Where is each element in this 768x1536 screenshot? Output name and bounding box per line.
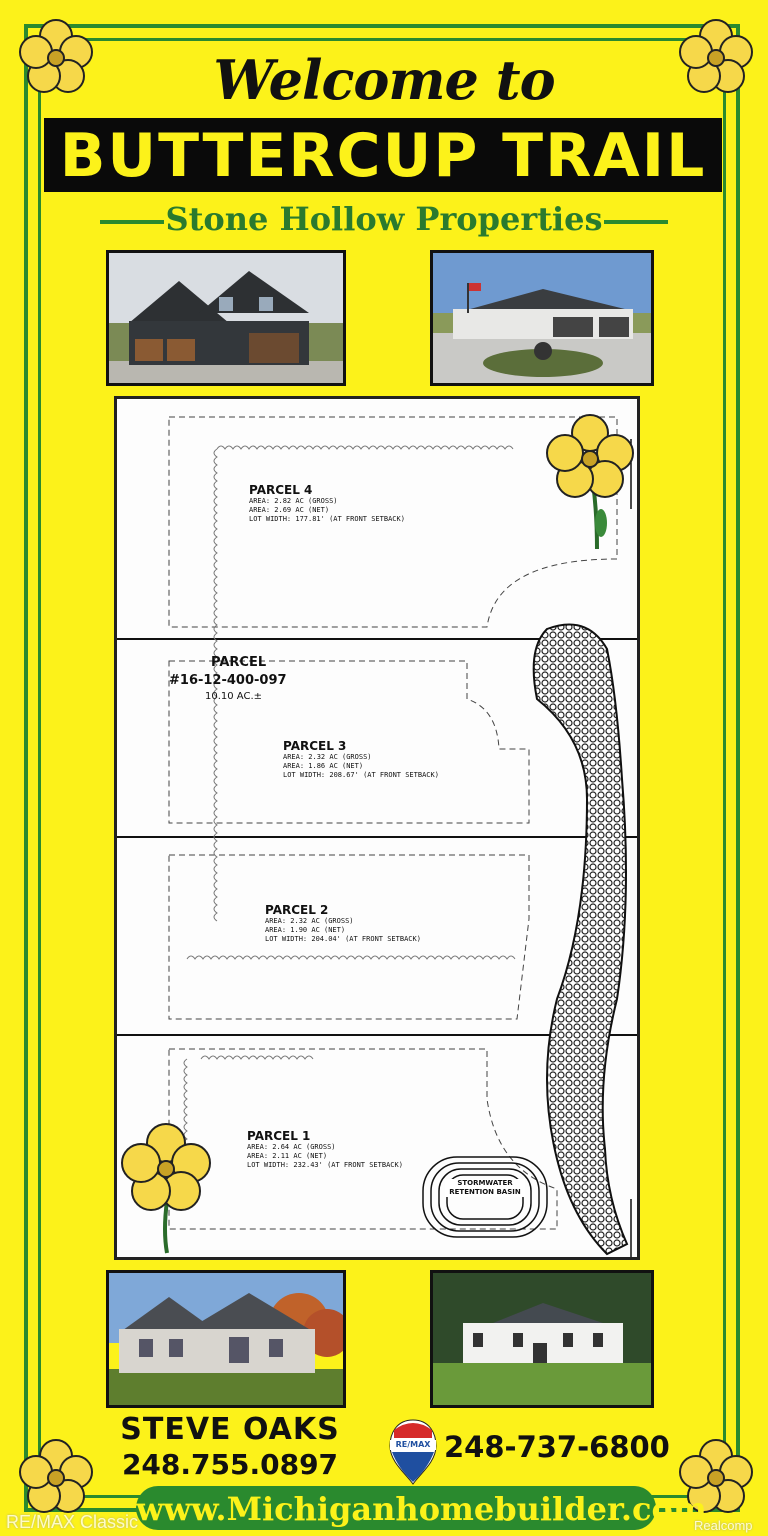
website-link[interactable]: www.Michiganhomebuilder.com: [136, 1490, 707, 1528]
flower-icon: [19, 19, 93, 93]
watermark-left: RE/MAX Classic: [6, 1512, 139, 1532]
website-banner: [136, 1486, 656, 1530]
parcel-3-info: PARCEL 3 AREA: 2.32 AC (GROSS) AREA: 1.8…: [283, 739, 439, 779]
watermark-right: Realcomp: [694, 1518, 753, 1533]
subtitle-rule-left: [100, 220, 164, 224]
site-plan-map: PARCEL #16-12-400-097 10.10 AC.± PARCEL …: [114, 396, 640, 1260]
house-photo-4: [430, 1270, 654, 1408]
remax-logo-text: RE/MAX: [395, 1440, 431, 1449]
parent-parcel-number: #16-12-400-097: [169, 673, 287, 688]
house-photo-2: [430, 250, 654, 386]
agent-name: STEVE OAKS: [120, 1412, 340, 1447]
agent-phone[interactable]: 248.755.0897: [121, 1448, 339, 1481]
house-photo-1: [106, 250, 346, 386]
page-title: BUTTERCUP TRAIL: [59, 121, 707, 191]
house-photo-3: [106, 1270, 346, 1408]
parcel-1-info: PARCEL 1 AREA: 2.64 AC (GROSS) AREA: 2.1…: [247, 1129, 403, 1169]
parent-parcel-label: PARCEL: [211, 655, 267, 670]
remax-balloon-logo: RE/MAX: [388, 1418, 438, 1488]
flower-icon: [679, 1439, 753, 1513]
basin-label: STORMWATER RETENTION BASIN: [445, 1179, 525, 1197]
office-phone[interactable]: 248-737-6800: [444, 1430, 670, 1464]
title-bar: [44, 118, 722, 192]
flower-icon: [546, 414, 634, 550]
parent-parcel-area: 10.10 AC.±: [205, 691, 263, 702]
parcel-4-info: PARCEL 4 AREA: 2.82 AC (GROSS) AREA: 2.6…: [249, 483, 405, 523]
subtitle-rule-right: [604, 220, 668, 224]
flower-icon: [679, 19, 753, 93]
subtitle: Stone Hollow Properties: [165, 200, 603, 238]
welcome-heading: Welcome to: [213, 48, 555, 112]
parcel-2-info: PARCEL 2 AREA: 2.32 AC (GROSS) AREA: 1.9…: [265, 903, 421, 943]
flower-icon: [121, 1123, 211, 1254]
flower-icon: [19, 1439, 93, 1513]
